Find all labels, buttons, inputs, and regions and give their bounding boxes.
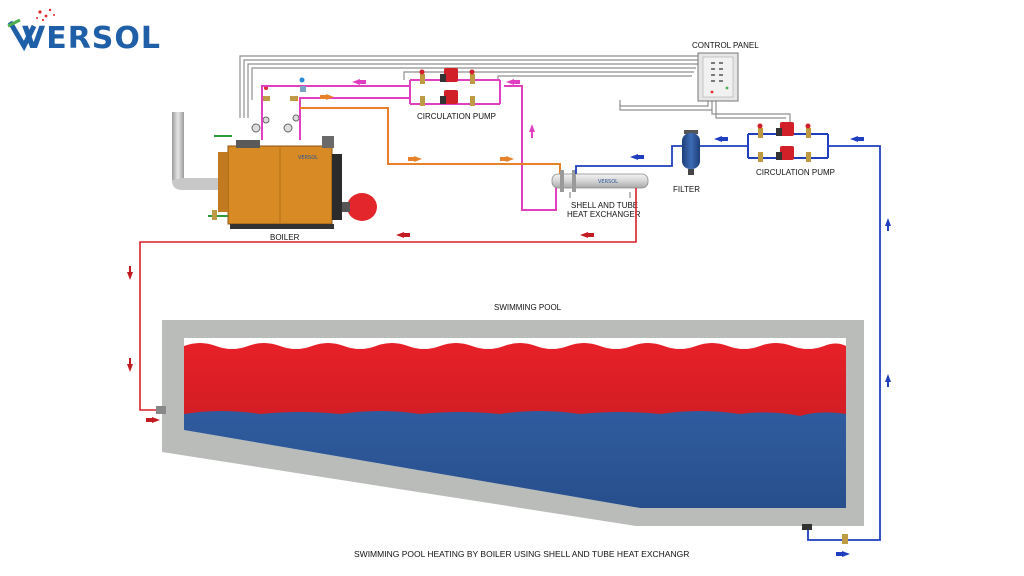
control-panel-label: CONTROL PANEL xyxy=(692,41,759,50)
pump-icon xyxy=(776,122,794,160)
flow-arrows xyxy=(127,79,891,557)
logo-mark-icon xyxy=(7,8,55,52)
valve-icon xyxy=(419,69,475,106)
swimming-pool xyxy=(156,320,864,544)
arrow-icon xyxy=(630,136,891,557)
heat-exchanger-label-line1: SHELL AND TUBE xyxy=(571,201,638,210)
primary-supply-pipe xyxy=(261,85,557,211)
boiler-fittings xyxy=(208,77,305,220)
boiler-label: BOILER xyxy=(270,233,300,242)
filter xyxy=(682,130,700,175)
primary-return-pipe xyxy=(296,99,561,174)
svg-text:VERSOL: VERSOL xyxy=(598,179,618,185)
circulation-pump-1 xyxy=(409,68,501,106)
valve-icon xyxy=(842,534,848,544)
svg-text:VERSOL: VERSOL xyxy=(298,155,318,161)
pool-return-pipe xyxy=(575,145,881,541)
versol-logo: VERSOL xyxy=(7,8,161,56)
logo-text: VERSOL xyxy=(22,21,161,56)
boiler: VERSOL xyxy=(218,136,377,229)
pump-icon xyxy=(440,68,458,104)
arrow-icon xyxy=(352,79,535,138)
heat-exchanger-label-line2: HEAT EXCHANGER xyxy=(567,210,641,219)
valve-icon xyxy=(300,86,306,92)
pool-hot-water xyxy=(184,343,846,416)
valve-icon xyxy=(757,123,811,162)
arrow-icon xyxy=(127,232,594,423)
diagram-caption: SWIMMING POOL HEATING BY BOILER USING SH… xyxy=(354,549,689,559)
arrow-icon xyxy=(320,94,514,162)
shell-and-tube-heat-exchanger: VERSOL xyxy=(551,170,649,198)
filter-label: FILTER xyxy=(673,185,700,194)
swimming-pool-label: SWIMMING POOL xyxy=(494,303,562,312)
gauge-icon xyxy=(251,114,300,133)
circulation-pump-1-label: CIRCULATION PUMP xyxy=(417,112,496,121)
pool-supply-pipe xyxy=(139,188,637,411)
pool-cold-water xyxy=(184,410,846,508)
circulation-pump-2 xyxy=(747,122,829,162)
control-panel xyxy=(697,52,739,102)
chimney xyxy=(172,112,218,190)
circulation-pump-2-label: CIRCULATION PUMP xyxy=(756,168,835,177)
